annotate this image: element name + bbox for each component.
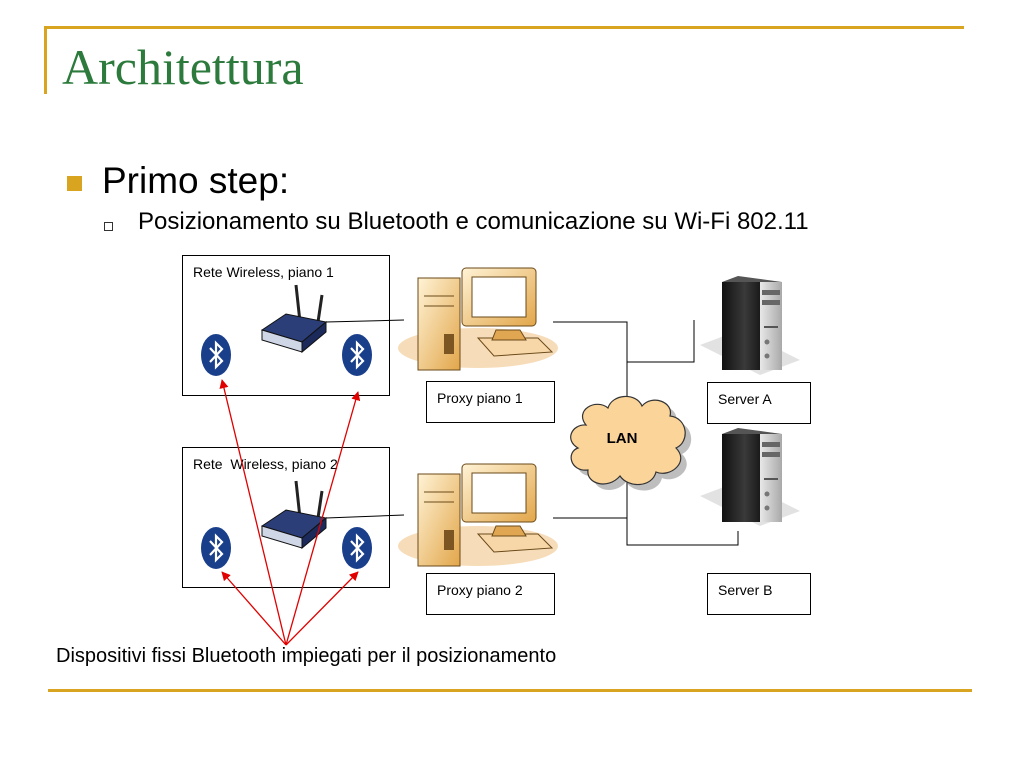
bluetooth-icon bbox=[201, 527, 231, 569]
wireless-network-label-2: Rete Wireless, piano 2 bbox=[193, 456, 338, 472]
server-b-label: Server B bbox=[718, 582, 773, 598]
desktop-computer-icon bbox=[398, 463, 558, 567]
bullet-primo-step: Primo step: bbox=[102, 160, 290, 201]
square-bullet-icon bbox=[67, 176, 82, 191]
lan-label: LAN bbox=[607, 430, 638, 447]
bluetooth-icon bbox=[342, 527, 372, 569]
frame-rule-left bbox=[44, 26, 47, 94]
proxy-1-box: Proxy piano 1 bbox=[426, 381, 555, 423]
positioning-arrows bbox=[219, 379, 361, 646]
frame-rule-top bbox=[44, 26, 964, 29]
wireless-router-icon bbox=[260, 284, 328, 354]
caption-bluetooth-devices: Dispositivi fissi Bluetooth impiegati pe… bbox=[56, 645, 557, 667]
server-tower-icon bbox=[700, 276, 800, 375]
network-links bbox=[325, 319, 739, 546]
hollow-square-bullet-icon bbox=[104, 222, 113, 231]
bluetooth-icon bbox=[342, 334, 372, 376]
lan-cloud-icon bbox=[570, 395, 692, 491]
bluetooth-icon bbox=[201, 334, 231, 376]
wireless-network-label-1: Rete Wireless, piano 1 bbox=[193, 264, 334, 280]
proxy-2-box: Proxy piano 2 bbox=[426, 573, 555, 615]
proxy-2-label: Proxy piano 2 bbox=[437, 582, 523, 598]
desktop-computer-icon bbox=[398, 267, 558, 371]
server-a-box: Server A bbox=[707, 382, 811, 424]
proxy-1-label: Proxy piano 1 bbox=[437, 390, 523, 406]
server-b-box: Server B bbox=[707, 573, 811, 615]
frame-rule-bottom bbox=[48, 689, 972, 692]
server-tower-icon bbox=[700, 428, 800, 526]
slide-title: Architettura bbox=[62, 39, 304, 95]
server-a-label: Server A bbox=[718, 391, 772, 407]
sub-bullet-positioning: Posizionamento su Bluetooth e comunicazi… bbox=[138, 208, 809, 235]
